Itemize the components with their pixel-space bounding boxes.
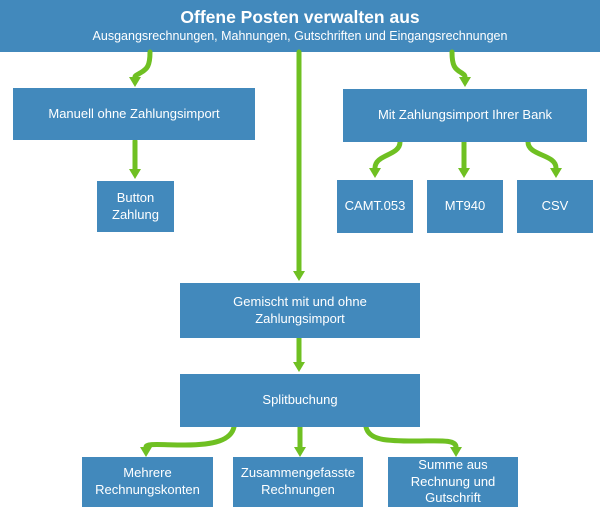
arrow-header-to-manuell	[129, 49, 153, 87]
node-label: Splitbuchung	[262, 392, 338, 408]
node-label: Mehrere Rechnungskonten	[95, 465, 200, 497]
node-mit-zahlungsimport-ihrer-bank: Mit Zahlungsimport Ihrer Bank	[343, 89, 587, 142]
node-label: Gemischt mit und ohne Zahlungsimport	[233, 293, 367, 326]
node-zusammengefasste-rechnungen: Zusammengefasste Rechnungen	[233, 457, 363, 507]
node-label: CSV	[541, 198, 569, 214]
header-banner: Offene Posten verwalten aus Ausgangsrech…	[0, 0, 600, 52]
node-button-zahlung: Button Zahlung	[97, 181, 174, 232]
node-gemischt-mit-und-ohne-zahlungsimport: Gemischt mit und ohne Zahlungsimport	[180, 283, 420, 338]
node-splitbuchung: Splitbuchung	[180, 374, 420, 427]
node-summe-aus-rechnung-und-gutschrift: Summe aus Rechnung und Gutschrift	[388, 457, 518, 507]
node-mehrere-rechnungskonten: Mehrere Rechnungskonten	[82, 457, 213, 507]
arrow-mit-bank-to-camt	[369, 139, 403, 178]
arrow-mit-bank-to-csv	[525, 139, 562, 178]
arrow-splitbuchung-to-summe	[363, 424, 462, 457]
node-camt053: CAMT.053	[337, 180, 413, 233]
node-manuell-ohne-zahlungsimport: Manuell ohne Zahlungsimport	[13, 88, 255, 140]
node-csv: CSV	[517, 180, 593, 233]
node-label: Manuell ohne Zahlungsimport	[48, 105, 220, 121]
node-label: Zusammengefasste Rechnungen	[240, 465, 356, 497]
node-label: Button Zahlung	[112, 189, 159, 222]
node-mt940: MT940	[427, 180, 503, 233]
node-label: CAMT.053	[344, 198, 406, 214]
node-label: MT940	[444, 198, 486, 214]
node-label: Mit Zahlungsimport Ihrer Bank	[377, 107, 553, 123]
page-subtitle: Ausgangsrechnungen, Mahnungen, Gutschrif…	[92, 29, 508, 44]
arrow-splitbuchung-to-mehrere	[140, 424, 237, 457]
page-title: Offene Posten verwalten aus	[180, 7, 420, 28]
arrow-header-to-mit-bank	[449, 49, 471, 87]
node-label: Summe aus Rechnung und Gutschrift	[410, 456, 496, 506]
